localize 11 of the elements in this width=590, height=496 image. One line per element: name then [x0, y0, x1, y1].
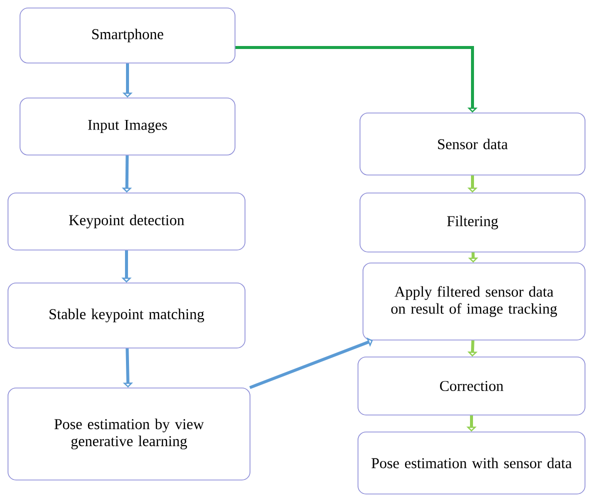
process-box: Pose estimation with sensor data [358, 432, 586, 494]
process-box: Stable keypoint matching [8, 282, 246, 348]
process-box: Apply filtered sensor data on result of image tracking [362, 262, 586, 340]
process-box: Sensor data [360, 112, 586, 176]
process-box: Smartphone [20, 8, 236, 64]
process-box: Filtering [360, 192, 586, 252]
process-box: Correction [358, 356, 586, 416]
arrow [249, 337, 373, 389]
process-box: Keypoint detection [8, 192, 246, 250]
process-box: Pose estimation by view generative learning [8, 388, 250, 480]
process-box: Input Images [20, 98, 236, 156]
